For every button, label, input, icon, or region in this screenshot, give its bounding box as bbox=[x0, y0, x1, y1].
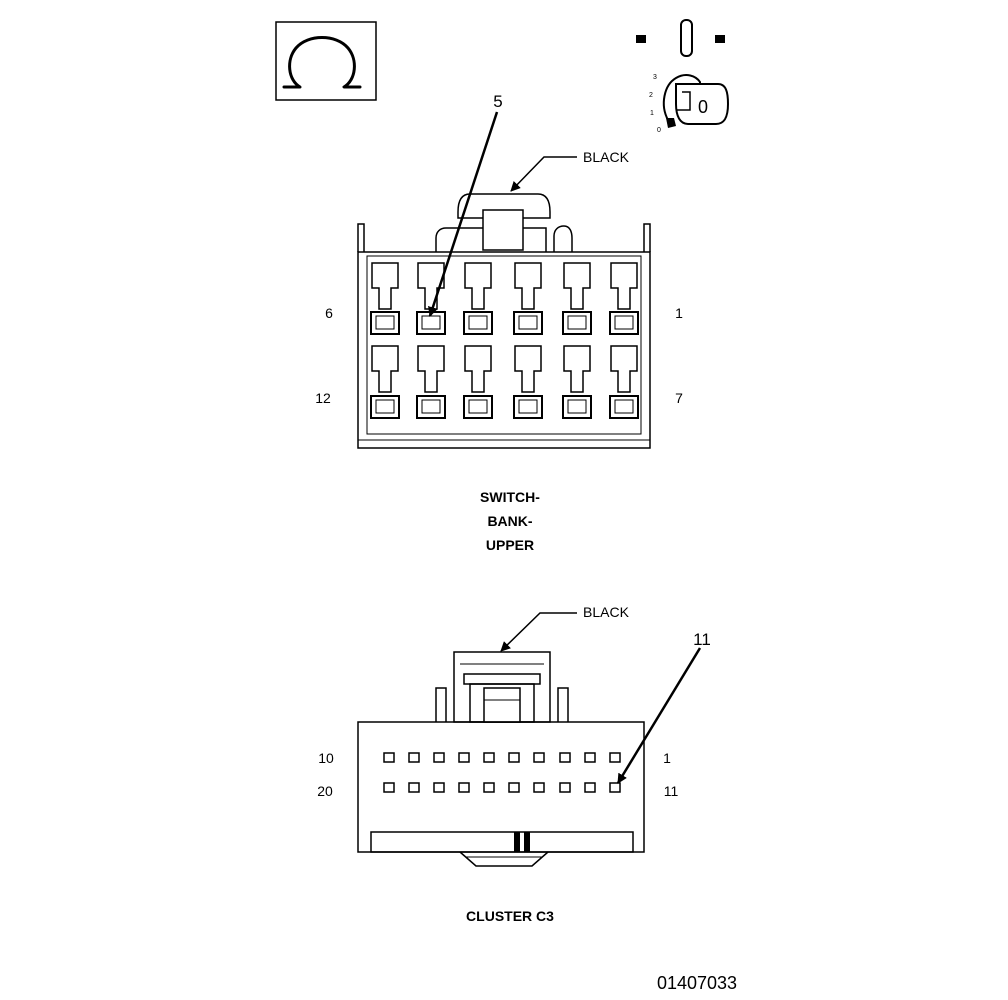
pin-cavity bbox=[416, 262, 446, 335]
pin-cavity bbox=[483, 752, 495, 763]
pin-label-1: 1 bbox=[675, 305, 683, 321]
pin-label-11: 11 bbox=[664, 783, 679, 799]
ignition-position-0: 0 bbox=[657, 127, 661, 134]
color-callout: BLACK bbox=[510, 149, 630, 192]
key-position-label: 0 bbox=[698, 97, 708, 117]
pin-label-7: 7 bbox=[675, 390, 683, 406]
pin-cavity bbox=[609, 752, 621, 763]
connector-name-line-2: BANK- bbox=[487, 513, 532, 529]
pin-cavity bbox=[562, 262, 592, 335]
pin-cavity bbox=[609, 262, 639, 335]
color-callout: BLACK bbox=[500, 604, 630, 652]
connector-latch bbox=[435, 651, 569, 723]
pin-cavity bbox=[463, 345, 493, 419]
connector-color-label: BLACK bbox=[583, 149, 630, 165]
pin-cavity bbox=[513, 262, 543, 335]
ignition-position-2: 2 bbox=[649, 92, 653, 99]
lower-pin-cavities bbox=[383, 752, 621, 793]
pin-cavity bbox=[370, 262, 400, 335]
connector-name: CLUSTER C3 bbox=[466, 908, 554, 924]
pin-cavity bbox=[416, 345, 446, 419]
pin-cavity bbox=[584, 782, 596, 793]
ohm-icon bbox=[275, 21, 377, 101]
pin-cavity bbox=[559, 752, 571, 763]
pin-cavity bbox=[483, 782, 495, 793]
pin-cavity bbox=[533, 782, 545, 793]
pin-cavity bbox=[609, 345, 639, 419]
switch-bank-upper-connector: 6 1 12 7 BLACK 5 SWITCH- BANK- UPPER bbox=[315, 92, 683, 553]
pin-cavity bbox=[458, 782, 470, 793]
connector-housing bbox=[357, 223, 651, 449]
connector-name: SWITCH- BANK- UPPER bbox=[480, 489, 540, 553]
pin-cavity bbox=[458, 752, 470, 763]
cluster-c3-connector: 10 1 20 11 BLACK 11 CLUSTER C3 bbox=[317, 604, 711, 924]
pin-cavity bbox=[559, 782, 571, 793]
pin-cavity bbox=[513, 345, 543, 419]
pin-label-1: 1 bbox=[663, 750, 671, 766]
pin-cavity bbox=[533, 752, 545, 763]
pin-cavity bbox=[383, 782, 395, 793]
pin-cavity bbox=[508, 782, 520, 793]
pin-callout: 5 bbox=[428, 92, 503, 317]
pin-cavity bbox=[370, 345, 400, 419]
connector-housing bbox=[357, 721, 645, 867]
pin-cavity bbox=[433, 752, 445, 763]
upper-pin-cavities bbox=[370, 262, 639, 419]
pin-label-20: 20 bbox=[317, 783, 333, 799]
pin-cavity bbox=[562, 345, 592, 419]
connector-latch bbox=[435, 193, 573, 252]
connector-color-label: BLACK bbox=[583, 604, 630, 620]
pin-cavity bbox=[383, 752, 395, 763]
pin-callout: 11 bbox=[616, 630, 711, 784]
ignition-position-3: 3 bbox=[653, 74, 657, 81]
callout-pin-number: 11 bbox=[693, 630, 711, 649]
connector-name-line-1: SWITCH- bbox=[480, 489, 540, 505]
ignition-key-icon: 0 3 2 1 0 bbox=[636, 19, 730, 134]
pin-cavity bbox=[463, 262, 493, 335]
figure-id: 01407033 bbox=[657, 973, 737, 993]
pin-cavity bbox=[609, 782, 621, 793]
pin-label-12: 12 bbox=[315, 390, 331, 406]
pin-label-10: 10 bbox=[318, 750, 334, 766]
pin-label-6: 6 bbox=[325, 305, 333, 321]
pin-cavity bbox=[508, 752, 520, 763]
pin-cavity bbox=[408, 782, 420, 793]
callout-pin-number: 5 bbox=[493, 92, 502, 111]
pin-cavity bbox=[433, 782, 445, 793]
ignition-position-1: 1 bbox=[650, 110, 654, 117]
pin-cavity bbox=[584, 752, 596, 763]
pin-cavity bbox=[408, 752, 420, 763]
connector-name-line-3: UPPER bbox=[486, 537, 534, 553]
